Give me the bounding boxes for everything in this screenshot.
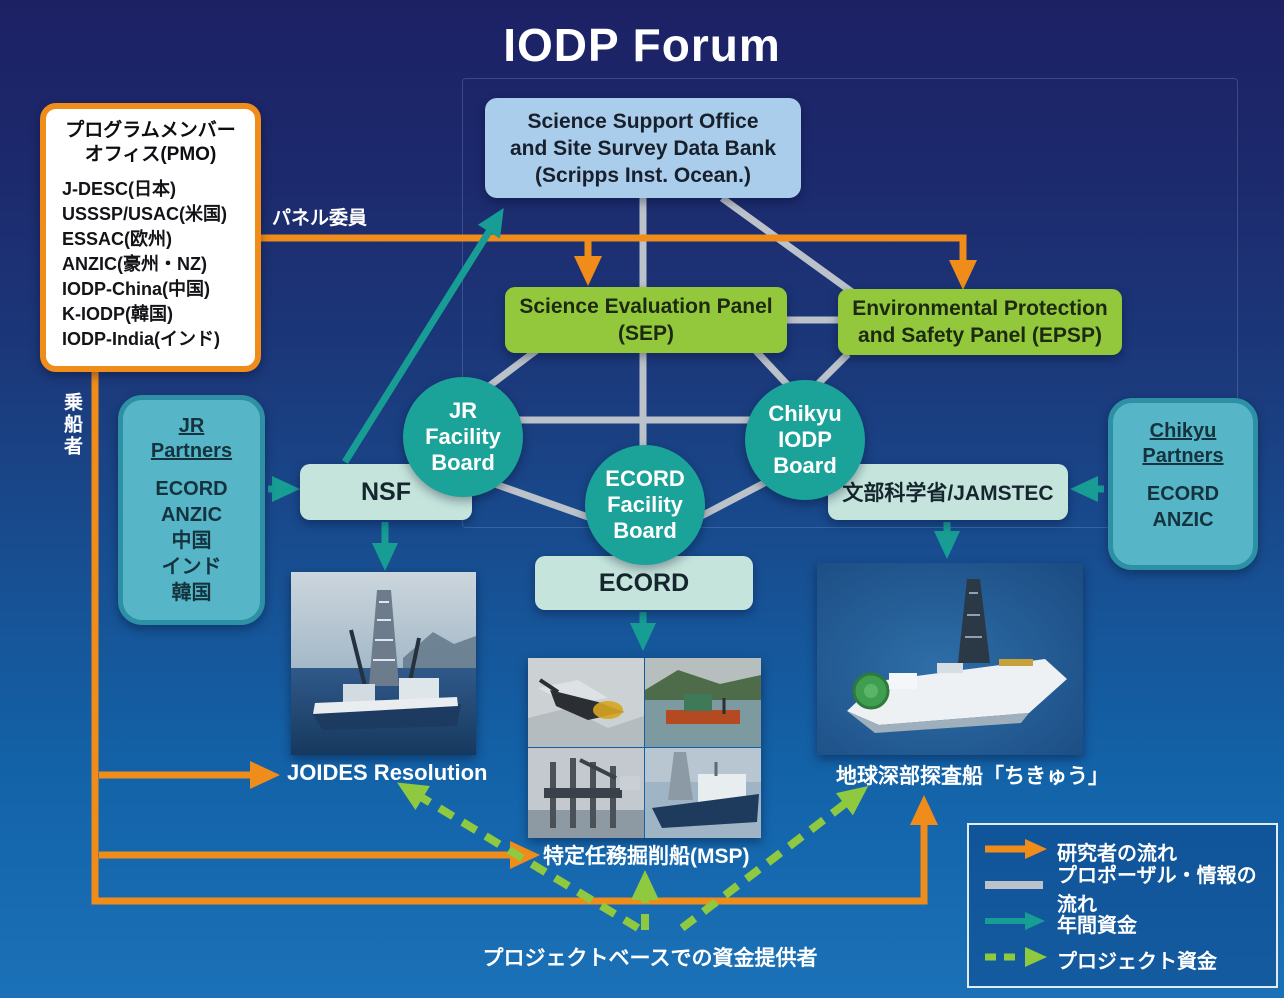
msp-vessels-photo-collage [528,658,761,838]
pmo-title: プログラムメンバー オフィス(PMO) [65,120,236,165]
pmo-member: IODP-China(中国) [62,279,210,299]
pmo-member-list: J-DESC(日本) USSSP/USAC(米国) ESSAC(欧州) ANZI… [46,177,255,352]
pmo-member: IODP-India(インド) [62,329,220,349]
pmo-member: USSSP/USAC(米国) [62,204,228,224]
science-support-office-box: Science Support Office and Site Survey D… [485,98,801,198]
chikyu-iodp-board-circle: Chikyu IODP Board [745,380,865,500]
orange-arrow-icon [983,837,1057,866]
ecord-facility-board-circle: ECORD Facility Board [585,445,705,565]
boarding-label: 乗船者 [61,392,82,458]
msp-label: 特定任務掘削船(MSP) [543,845,750,868]
sso-line: and Site Survey Data Bank [509,136,777,160]
legend-item-project-funding: プロジェクト資金 [983,944,1276,976]
teal-arrow-icon [983,909,1057,938]
legend-item-annual-funding: 年間資金 [983,908,1276,940]
forum-boundary-rect [462,78,1238,528]
pmo-member: ESSAC(欧州) [62,229,173,249]
pmo-box: プログラムメンバー オフィス(PMO) J-DESC(日本) USSSP/USA… [40,103,261,372]
joides-resolution-label: JOIDES Resolution [287,760,488,785]
page-title: IODP Forum [503,19,781,71]
legend-box: 研究者の流れ プロポーザル・情報の流れ 年間資金 プロジェクト資金 [967,823,1278,988]
epsp-panel-box: Environmental Protection and Safety Pane… [838,289,1122,355]
chikyu-partners-box: Chikyu Partners ECORD ANZIC [1108,398,1258,570]
sep-panel-box: Science Evaluation Panel (SEP) [505,287,787,353]
chikyu-photo [817,563,1083,755]
legend-item-researcher-flow: 研究者の流れ [983,836,1276,868]
project-funding-arrows [397,782,869,932]
sso-line: (Scripps Inst. Ocean.) [535,163,751,187]
joides-resolution-photo [291,572,476,755]
jr-facility-board-circle: JR Facility Board [403,377,523,497]
pmo-member: J-DESC(日本) [62,179,177,199]
project-funders-label: プロジェクトベースでの資金提供者 [482,947,818,970]
gray-line-icon [983,873,1057,902]
ecord-box: ECORD [535,556,753,610]
mext-jamstec-box: 文部科学省/JAMSTEC [828,464,1068,520]
legend-item-proposal-info-flow: プロポーザル・情報の流れ [983,865,1276,916]
panel-members-label: パネル委員 [272,208,368,229]
chikyu-label: 地球深部探査船「ちきゅう」 [836,765,1109,788]
annual-funding-arrows [268,207,1104,651]
pmo-member: ANZIC(豪州・NZ) [62,254,207,274]
green-dashed-arrow-icon [983,945,1057,974]
sso-line: Science Support Office [527,109,759,133]
jr-partners-box: JR Partners ECORD ANZIC 中国 インド 韓国 [118,395,265,625]
pmo-member: K-IODP(韓国) [62,304,173,324]
